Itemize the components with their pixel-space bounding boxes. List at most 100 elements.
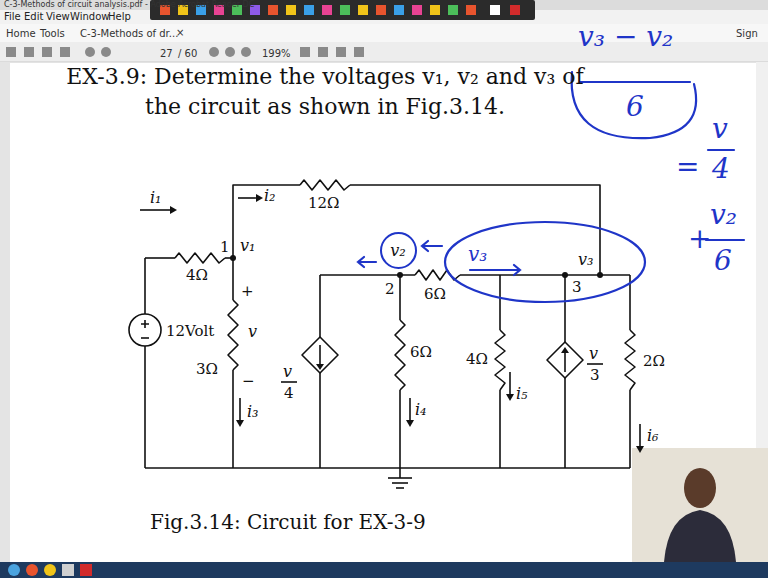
drawing-part <box>232 370 234 468</box>
drawing-part <box>412 5 422 15</box>
drawing-part <box>129 180 640 488</box>
drawing-part <box>145 257 175 259</box>
drawing-part <box>564 275 566 342</box>
toolbar-text: C-3-Methods of dr... <box>80 28 178 39</box>
circuit-symbol-label: v <box>248 322 257 341</box>
toolbar-text: Sign <box>736 28 758 39</box>
drawing-part <box>233 185 300 258</box>
handwritten-note: 4 <box>712 152 730 185</box>
drawing-part <box>406 420 414 427</box>
drawing-part <box>499 275 501 330</box>
drawing-part <box>684 468 716 508</box>
drawing-part <box>144 346 146 468</box>
node-label: v₂ <box>390 241 405 260</box>
circuit-symbol-label: i₄ <box>415 400 427 419</box>
drawing-part <box>509 372 511 394</box>
drawing-part <box>430 5 440 15</box>
drawing-part <box>101 47 111 57</box>
drawing-part <box>300 180 350 190</box>
component-value: 3 <box>590 366 600 384</box>
handwritten-note: + <box>688 222 711 255</box>
component-value: 2 <box>385 280 395 298</box>
drawing-part <box>399 468 401 478</box>
drawing-part <box>0 62 768 63</box>
handwritten-note: v <box>712 112 728 145</box>
drawing-part <box>499 390 501 468</box>
toolbar-text: × <box>176 27 184 38</box>
drawing-part <box>358 257 376 267</box>
drawing-part <box>562 272 568 278</box>
drawing-part <box>319 345 321 364</box>
drawing-part <box>209 47 219 57</box>
drawing-part <box>396 487 404 489</box>
component-value: + <box>241 282 254 300</box>
drawing-part <box>706 239 744 241</box>
drawing-part <box>625 330 635 390</box>
menu-item: File <box>4 11 21 22</box>
node-circle: v₂ <box>380 232 417 269</box>
circuit-symbol-label: v₃ <box>578 250 593 269</box>
drawing-part <box>225 47 235 57</box>
component-value: 4 <box>284 384 294 402</box>
drawing-part <box>547 342 583 378</box>
drawing-part <box>62 564 74 576</box>
drawing-part <box>336 47 346 57</box>
drawing-part <box>300 47 310 57</box>
handwritten-note: 6 <box>714 244 732 277</box>
circuit-symbol-label: v <box>589 344 598 363</box>
drawing-part <box>664 510 736 562</box>
menu-item: Window <box>70 11 109 22</box>
drawing-part <box>281 381 297 383</box>
drawing-part <box>358 5 368 15</box>
component-value: 3Ω <box>196 360 218 378</box>
drawing-part <box>490 5 500 15</box>
drawing-part <box>397 272 403 278</box>
component-value: 1 <box>220 238 230 256</box>
drawing-part <box>629 390 631 468</box>
drawing-part <box>636 446 644 453</box>
circuit-symbol-label: i₂ <box>264 186 276 205</box>
circuit-symbol-label: v₁ <box>240 236 255 255</box>
drawing-part <box>460 274 630 276</box>
drawing-part <box>392 482 408 484</box>
drawing-part <box>144 258 146 314</box>
menu-item: Help <box>108 11 131 22</box>
component-value: 6Ω <box>424 285 446 303</box>
drawing-part <box>42 47 52 57</box>
drawing-part <box>304 5 314 15</box>
toolbar-text: 27 <box>160 48 173 59</box>
toolbar-text: Tools <box>40 28 65 39</box>
drawing-part <box>561 347 569 353</box>
drawing-part <box>316 364 324 370</box>
drawing-part <box>495 330 505 390</box>
drawing-part <box>399 275 401 320</box>
drawing-part <box>141 320 149 328</box>
drawing-part <box>236 420 244 427</box>
drawing-part <box>319 373 321 468</box>
window-title: C-3-Methods of circuit analysis.pdf - Ad… <box>4 0 254 9</box>
drawing-part <box>302 337 338 373</box>
handwritten-note: v₃ <box>468 242 487 266</box>
handwritten-note: v₂ <box>710 198 737 231</box>
drawing-part <box>409 398 411 420</box>
circuit-symbol-label: i₅ <box>516 384 528 403</box>
drawing-part <box>506 394 514 401</box>
drawing-part <box>580 81 690 83</box>
drawing-part <box>597 272 603 278</box>
drawing-part <box>422 241 442 251</box>
drawing-part <box>60 47 70 57</box>
menu-item: Edit <box>24 11 43 22</box>
circuit-symbol-label: i₁ <box>150 188 162 207</box>
drawing-part <box>350 185 600 275</box>
drawing-part <box>587 363 603 365</box>
drawing-part <box>8 564 20 576</box>
drawing-part <box>354 47 364 57</box>
drawing-part <box>572 72 697 138</box>
drawing-part <box>145 467 630 469</box>
circuit-symbol-label: v <box>283 362 292 381</box>
drawing-part <box>170 194 644 453</box>
drawing-part <box>256 194 263 202</box>
drawing-part <box>318 47 328 57</box>
drawing-part <box>85 47 95 57</box>
